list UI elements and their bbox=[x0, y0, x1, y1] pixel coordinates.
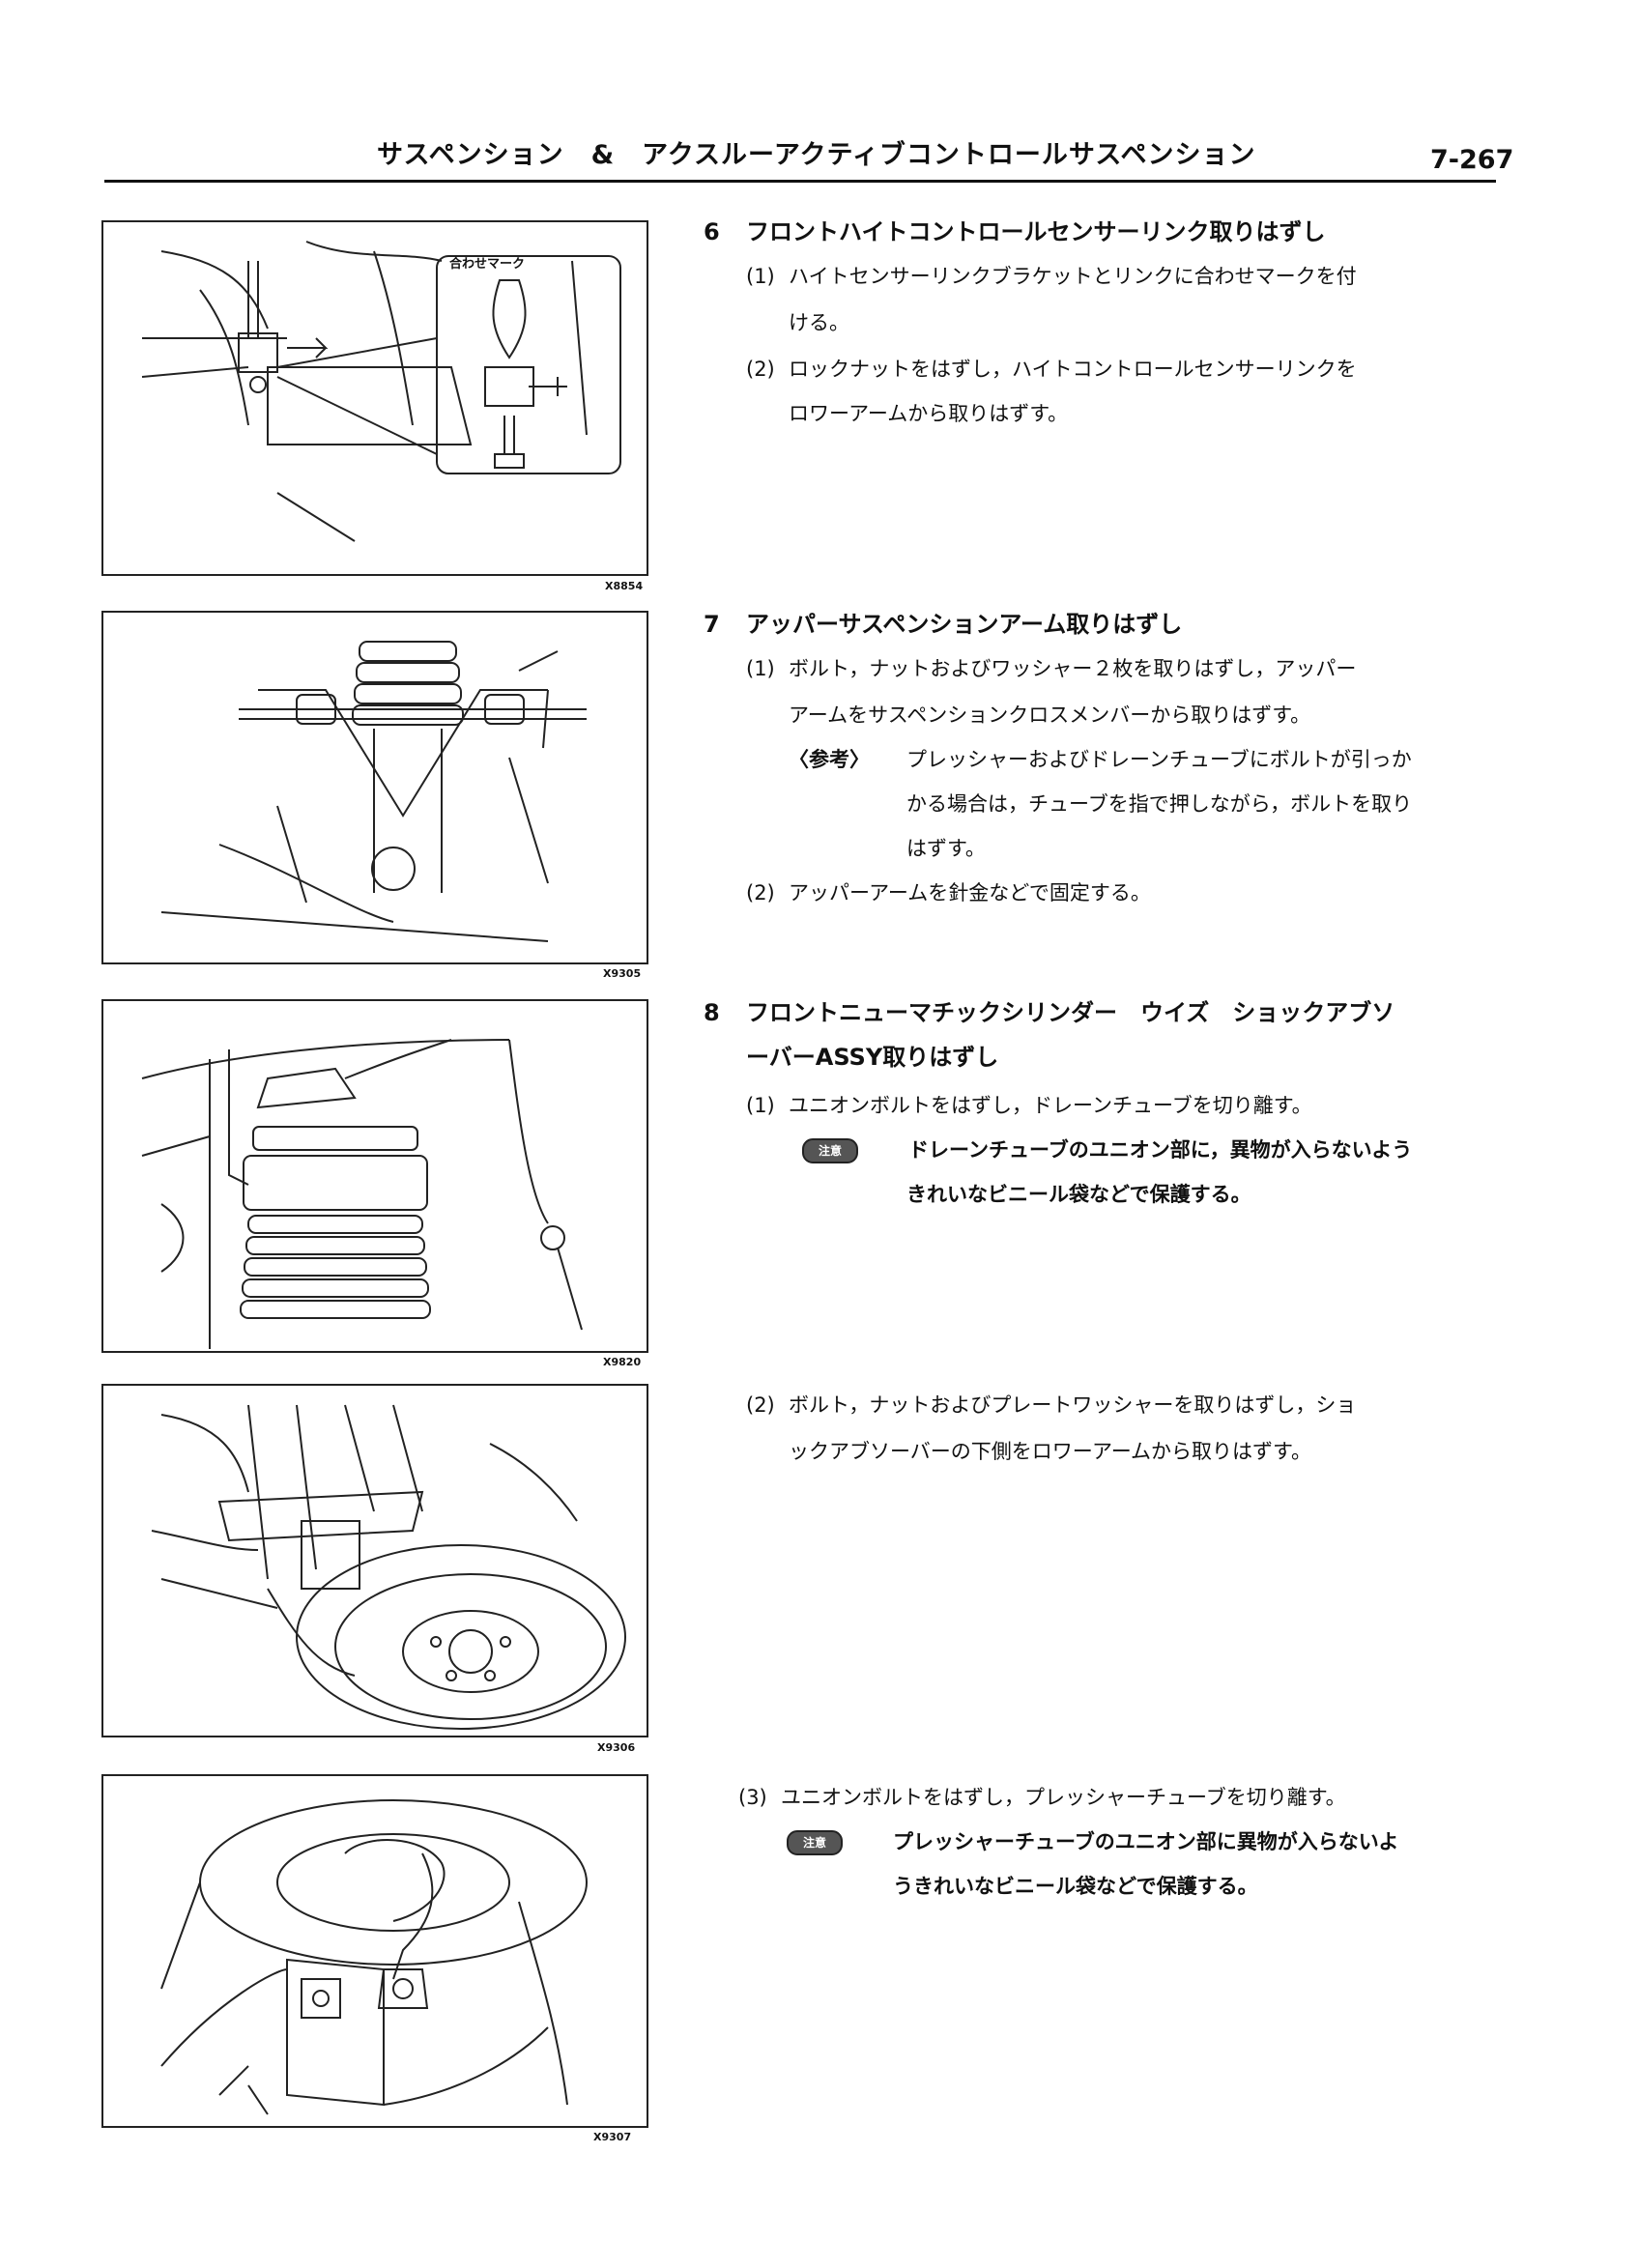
pressure-tube-union-bolt-illustration-icon bbox=[160, 1799, 588, 2115]
step-8-item-3: (3) ユニオンボルトをはずし，プレッシャーチューブを切り離す。 bbox=[738, 1784, 1346, 1811]
step-8-item-2: (2) ボルト，ナットおよびプレートワッシャーを取りはずし，ショ bbox=[746, 1392, 1356, 1419]
note-line-3: はずす。 bbox=[906, 837, 986, 860]
item-number: (1) bbox=[746, 265, 775, 288]
item-text-line-1: ユニオンボルトをはずし，プレッシャーチューブを切り離す。 bbox=[781, 1786, 1346, 1809]
step-title: アッパーサスペンションアーム取りはずし bbox=[746, 611, 1183, 638]
caution-note-2: 注意 プレッシャーチューブのユニオン部に異物が入らないよ bbox=[787, 1828, 1398, 1855]
caution-line-1: プレッシャーチューブのユニオン部に異物が入らないよ bbox=[893, 1830, 1399, 1853]
item-text-line-2: ける。 bbox=[789, 311, 849, 334]
step-7-item-1: (1) ボルト，ナットおよびワッシャー２枚を取りはずし，アッパー bbox=[746, 655, 1356, 682]
item-number: (1) bbox=[746, 1094, 775, 1117]
caution-badge: 注意 bbox=[787, 1830, 843, 1855]
height-sensor-link-illustration-icon bbox=[141, 241, 621, 542]
step-number: 6 bbox=[704, 218, 720, 245]
caution-line-2: きれいなビニール袋などで保護する。 bbox=[906, 1183, 1251, 1206]
item-number: (3) bbox=[738, 1786, 767, 1809]
figure-pressure-tube-union-bolt bbox=[101, 1774, 648, 2128]
figure-pneumatic-cylinder-drain-tube bbox=[101, 999, 648, 1353]
item-number: (2) bbox=[746, 1393, 775, 1417]
step-number: 8 bbox=[704, 999, 720, 1026]
figure-height-sensor-link bbox=[101, 220, 648, 576]
step-title: フロントハイトコントロールセンサーリンク取りはずし bbox=[746, 218, 1326, 245]
item-text-line-2: ックアブソーバーの下側をロワーアームから取りはずす。 bbox=[789, 1440, 1311, 1463]
figure-id: X9305 bbox=[603, 967, 642, 980]
item-number: (2) bbox=[746, 881, 775, 904]
header-divider bbox=[104, 180, 1496, 183]
figure-callout-alignment-mark: 合わせマーク bbox=[449, 257, 526, 272]
caution-note-1: 注意 ドレーンチューブのユニオン部に，異物が入らないよう bbox=[802, 1136, 1412, 1163]
caution-line-2: うきれいなビニール袋などで保護する。 bbox=[893, 1875, 1258, 1898]
step-6-item-2: (2) ロックナットをはずし，ハイトコントロールセンサーリンクを bbox=[746, 356, 1357, 383]
figure-upper-suspension-arm bbox=[101, 611, 648, 964]
figure-id: X9820 bbox=[603, 1356, 642, 1368]
pneumatic-cylinder-drain-tube-illustration-icon bbox=[141, 1039, 583, 1349]
step-6-heading: 6 フロントハイトコントロールセンサーリンク取りはずし bbox=[704, 218, 1326, 245]
note-line-2: かる場合は，チューブを指で押しながら，ボルトを取り bbox=[906, 792, 1413, 816]
caution-badge: 注意 bbox=[802, 1138, 858, 1163]
step-7-heading: 7 アッパーサスペンションアーム取りはずし bbox=[704, 611, 1182, 638]
caution-line-1: ドレーンチューブのユニオン部に，異物が入らないよう bbox=[908, 1138, 1413, 1162]
upper-suspension-arm-illustration-icon bbox=[160, 641, 587, 942]
figure-id: X9306 bbox=[597, 1741, 636, 1754]
figure-id: X8854 bbox=[605, 580, 644, 592]
item-text-line-2: ロワーアームから取りはずす。 bbox=[789, 402, 1069, 425]
step-title-line-1: フロントニューマチックシリンダー ウイズ ショックアブソ bbox=[746, 999, 1395, 1026]
item-text-line-1: アッパーアームを針金などで固定する。 bbox=[789, 881, 1151, 904]
item-text-line-1: ボルト，ナットおよびワッシャー２枚を取りはずし，アッパー bbox=[789, 657, 1357, 680]
item-text-line-1: ハイトセンサーリンクブラケットとリンクに合わせマークを付 bbox=[789, 265, 1357, 288]
page-number: 7-267 bbox=[1430, 145, 1514, 175]
item-text-line-1: ロックナットをはずし，ハイトコントロールセンサーリンクを bbox=[789, 358, 1357, 381]
note-line-1: プレッシャーおよびドレーンチューブにボルトが引っか bbox=[906, 748, 1412, 771]
step-number: 7 bbox=[704, 611, 720, 638]
item-text-line-1: ボルト，ナットおよびプレートワッシャーを取りはずし，ショ bbox=[789, 1393, 1357, 1417]
item-text-line-2: アームをサスペンションクロスメンバーから取りはずす。 bbox=[789, 703, 1311, 727]
item-number: (1) bbox=[746, 657, 775, 680]
reference-label: 〈参考〉 bbox=[789, 748, 870, 771]
shock-absorber-lower-mount-illustration-icon bbox=[151, 1404, 626, 1730]
item-number: (2) bbox=[746, 358, 775, 381]
figure-shock-absorber-lower-mount bbox=[101, 1384, 648, 1737]
step-7-item-2: (2) アッパーアームを針金などで固定する。 bbox=[746, 879, 1151, 906]
step-title-line-2: ーバーASSY取りはずし bbox=[746, 1044, 999, 1071]
step-8-item-1: (1) ユニオンボルトをはずし，ドレーンチューブを切り離す。 bbox=[746, 1092, 1312, 1119]
reference-note: 〈参考〉 プレッシャーおよびドレーンチューブにボルトが引っか bbox=[789, 746, 1412, 773]
figure-id: X9307 bbox=[593, 2131, 632, 2143]
step-6-item-1: (1) ハイトセンサーリンクブラケットとリンクに合わせマークを付 bbox=[746, 263, 1357, 290]
page-header-title: サスペンション & アクスルーアクティブコントロールサスペンション bbox=[377, 140, 1256, 170]
step-8-heading: 8 フロントニューマチックシリンダー ウイズ ショックアブソ bbox=[704, 999, 1395, 1026]
item-text-line-1: ユニオンボルトをはずし，ドレーンチューブを切り離す。 bbox=[789, 1094, 1312, 1117]
